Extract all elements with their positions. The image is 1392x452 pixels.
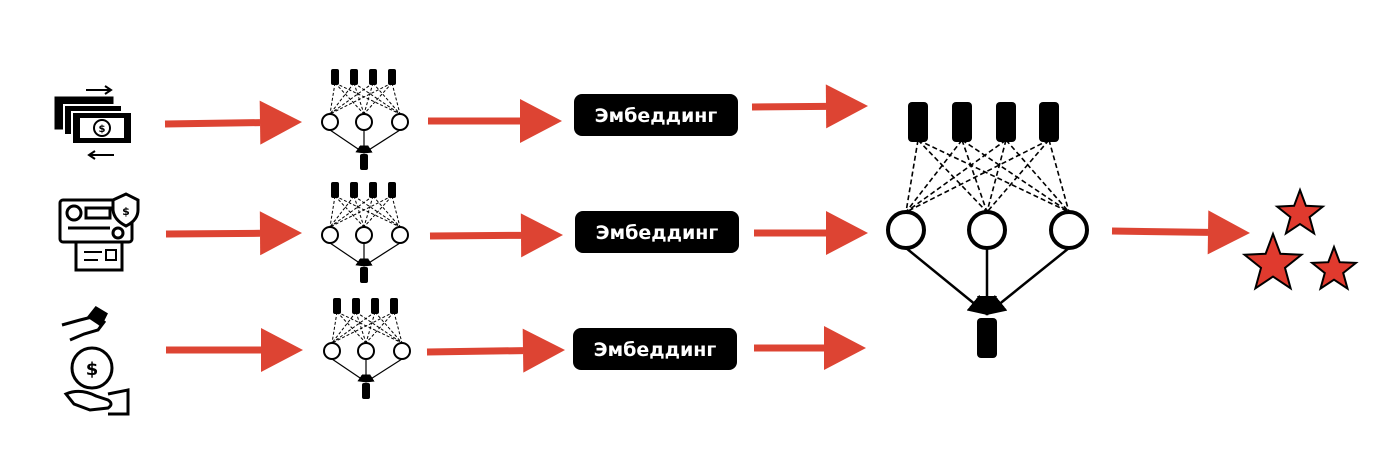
red-arrow-3 [751,84,868,129]
svg-text:$: $ [122,205,130,218]
svg-text:$: $ [99,124,106,135]
dashboard-security-icon: $ [58,192,140,272]
money-bag-hand-icon: $ [61,306,130,416]
large-neural-network [886,102,1089,358]
embedding-box-3: Эмбеддинг [573,328,737,370]
three-stars-icon [1241,187,1359,291]
small-neural-network-3 [323,298,411,399]
embedding-label-3: Эмбеддинг [594,339,717,361]
embedding-box-2: Эмбеддинг [575,211,739,253]
red-arrow-5 [429,213,563,258]
small-neural-network-1 [321,69,409,170]
money-transfer-icon: $ [54,85,133,160]
small-neural-network-2 [321,182,409,283]
embedding-label-2: Эмбеддинг [596,222,719,244]
red-arrow-10 [1111,210,1250,255]
red-arrow-2 [428,99,562,143]
embedding-box-1: Эмбеддинг [574,94,738,136]
svg-text:$: $ [86,359,99,380]
red-arrow-1 [164,100,302,145]
embedding-label-1: Эмбеддинг [595,105,718,127]
red-arrow-6 [754,211,868,255]
red-arrow-4 [165,211,302,256]
red-arrow-8 [426,328,565,373]
red-arrow-9 [754,326,866,370]
red-arrow-7 [166,328,303,372]
